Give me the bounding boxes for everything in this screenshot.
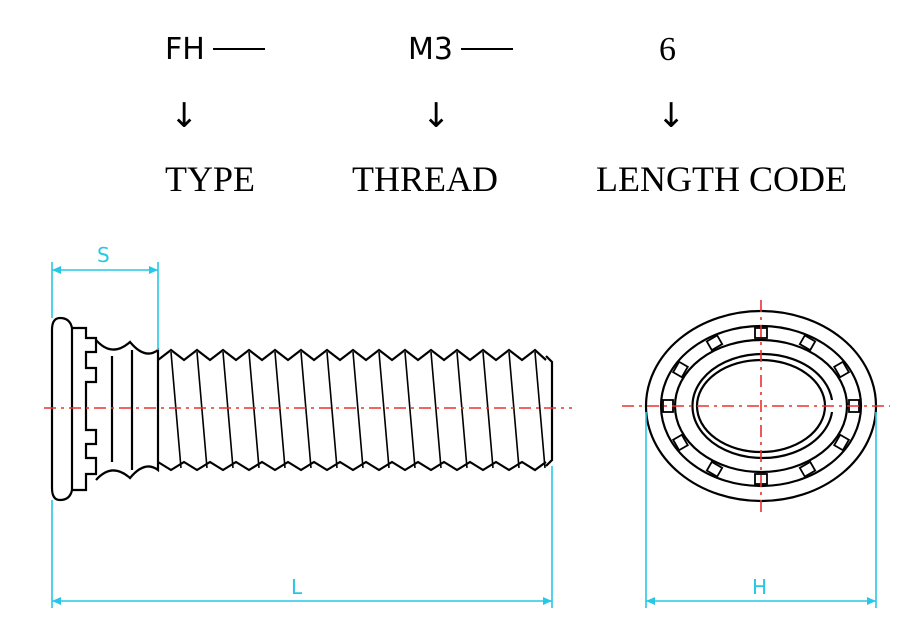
- thread-flank-line: [508, 351, 520, 469]
- serration-tooth: [671, 433, 690, 452]
- thread-flank-line: [378, 351, 390, 469]
- thread-minor-arc: [691, 352, 834, 460]
- thread-flank-line: [430, 351, 442, 469]
- type-label: TYPE: [165, 159, 255, 199]
- l-dimension-label: L: [291, 575, 303, 599]
- thread-arrow-icon: ↓: [422, 96, 451, 136]
- type-arrow-icon: ↓: [170, 96, 199, 136]
- centerlines: [44, 300, 890, 512]
- thread-flank-line: [222, 351, 234, 469]
- thread-flank-line: [196, 351, 208, 469]
- thread-flank-line: [352, 351, 364, 469]
- serration-tooth: [705, 460, 724, 478]
- thread-flank-line: [248, 351, 260, 469]
- part-number-legend: FH M3 6 ↓ ↓ ↓ TYPE THREAD LENGTH CODE: [0, 0, 912, 210]
- type-dash: [212, 47, 265, 50]
- thread-flank-line: [404, 351, 416, 469]
- thread-flank-line: [534, 351, 546, 469]
- s-dimension-label: S: [97, 243, 110, 267]
- serration-tooth: [832, 360, 851, 379]
- length-arrow-icon: ↓: [657, 96, 686, 136]
- head-serrations: [72, 326, 98, 492]
- thread-dash: [460, 47, 513, 50]
- thread-flank-line: [170, 351, 182, 469]
- thread-flank-line: [326, 351, 338, 469]
- thread-code: M3: [408, 30, 513, 70]
- groove-inner: [110, 350, 134, 470]
- thread-flanks: [170, 351, 546, 469]
- serration-tooth: [832, 433, 851, 452]
- stud-head: [50, 316, 74, 502]
- h-dimension-label: H: [752, 575, 767, 599]
- length-code: 6: [659, 31, 676, 68]
- thread-crest-bottom: [157, 460, 547, 472]
- stud-tip: [545, 355, 554, 467]
- serration-tooth: [671, 360, 690, 379]
- serration-tooth: [705, 334, 724, 352]
- serration-tooth: [798, 460, 817, 478]
- dimension-lines: [51, 262, 877, 608]
- stud-side-view: [50, 316, 554, 502]
- thread-flank-line: [300, 351, 312, 469]
- thread-label: THREAD: [352, 159, 498, 199]
- thread-flank-line: [456, 351, 468, 469]
- thread-crest-top: [157, 348, 547, 362]
- undercut-groove: [95, 339, 160, 481]
- length-code-label: LENGTH CODE: [596, 159, 847, 199]
- thread-flank-line: [274, 351, 286, 469]
- thread-flank-line: [482, 351, 494, 469]
- serration-tooth: [798, 334, 817, 352]
- type-code: FH: [165, 30, 265, 70]
